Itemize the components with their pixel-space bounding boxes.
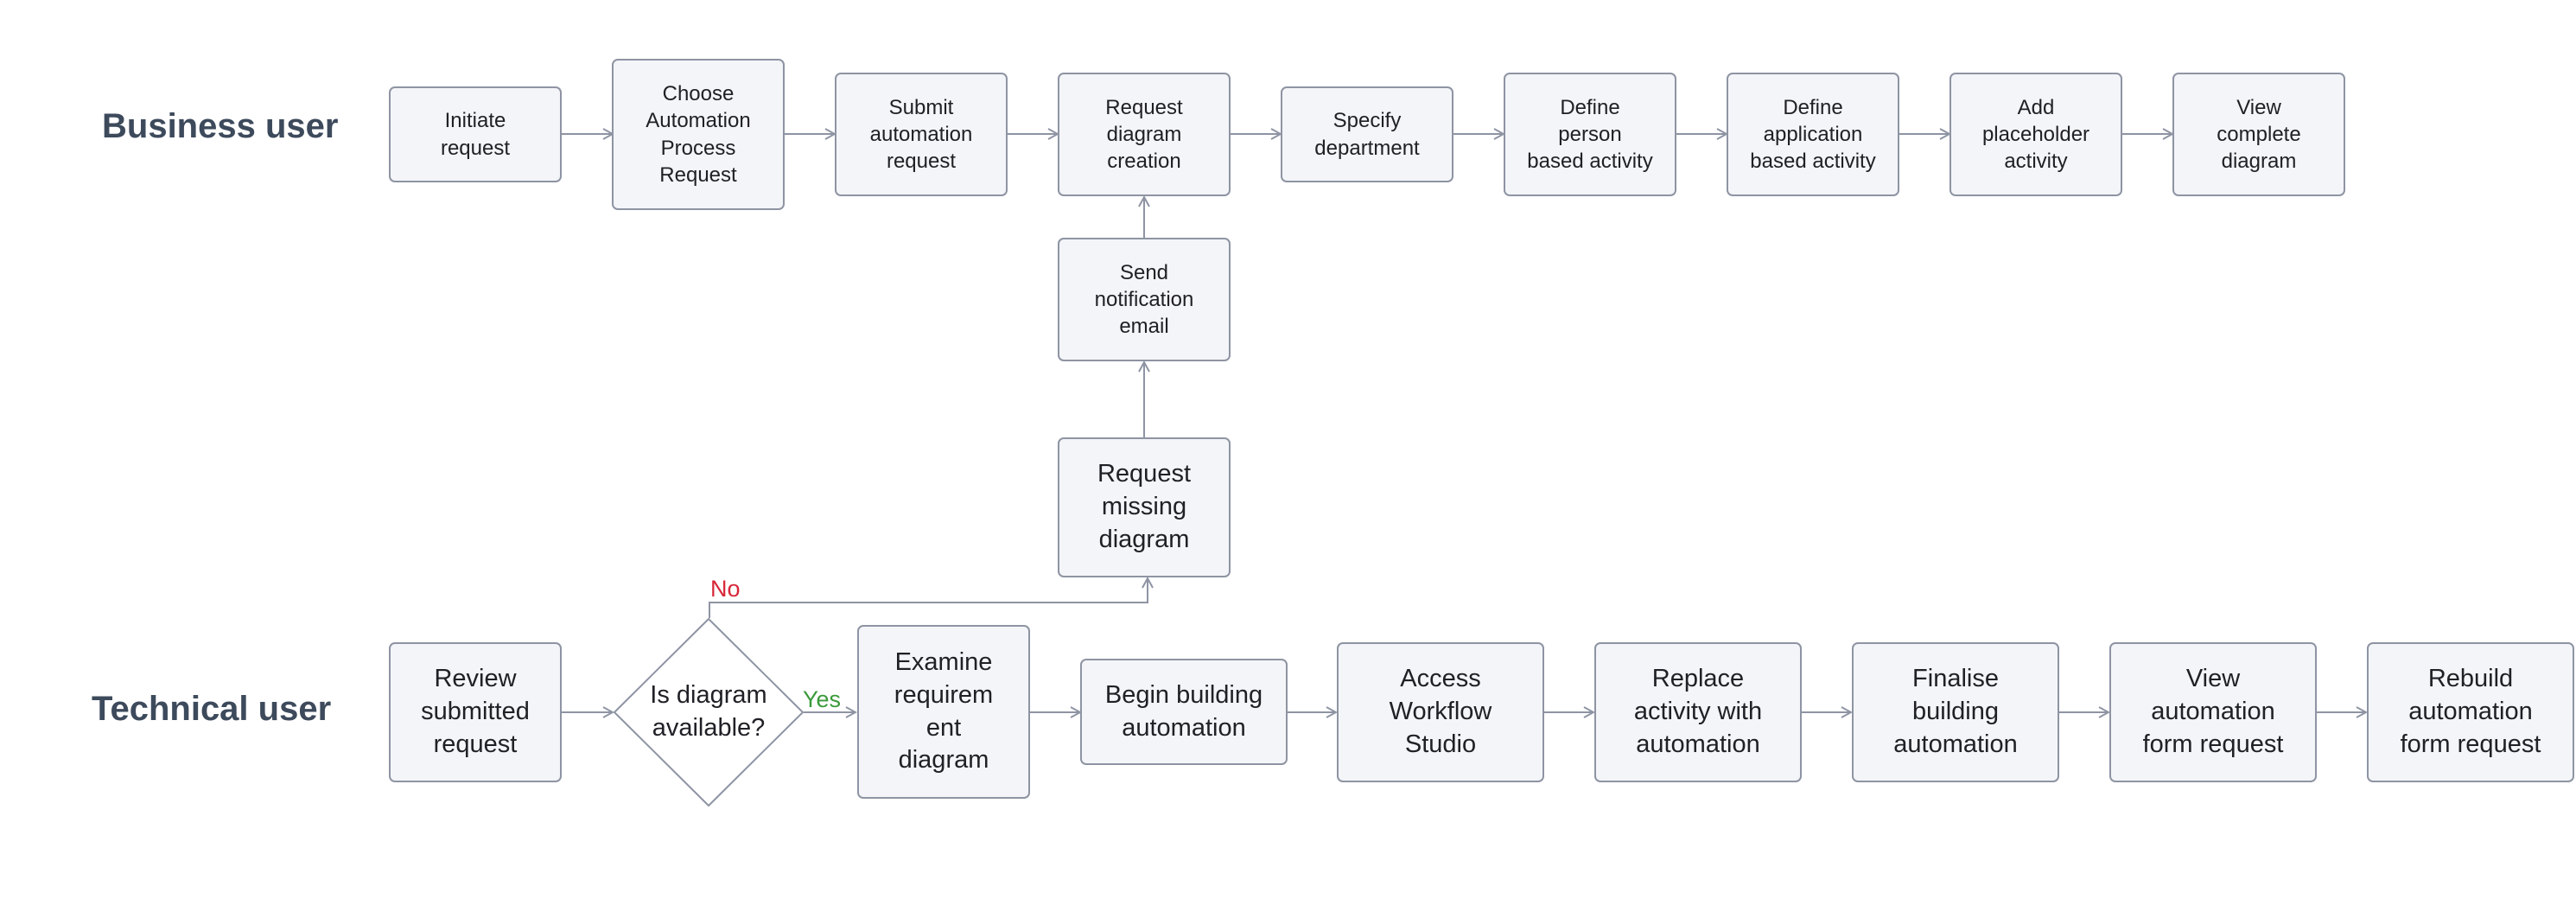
node-send-notification-email[interactable]: Send notification email bbox=[1058, 238, 1231, 361]
node-view-complete-diagram[interactable]: View complete diagram bbox=[2172, 73, 2345, 196]
node-access-workflow-studio[interactable]: Access Workflow Studio bbox=[1337, 642, 1544, 782]
node-specify-department[interactable]: Specify department bbox=[1281, 86, 1453, 182]
node-add-placeholder-activity[interactable]: Add placeholder activity bbox=[1949, 73, 2122, 196]
edge-label-yes: Yes bbox=[803, 686, 842, 712]
edge-label-no: No bbox=[710, 576, 741, 602]
node-submit-automation-request[interactable]: Submit automation request bbox=[835, 73, 1008, 196]
node-choose-automation-process-request[interactable]: Choose Automation Process Request bbox=[612, 59, 785, 210]
node-finalise-building-automation[interactable]: Finalise building automation bbox=[1852, 642, 2059, 782]
node-rebuild-automation-form-request[interactable]: Rebuild automation form request bbox=[2367, 642, 2574, 782]
decision-is-diagram-available[interactable]: Is diagram available? bbox=[650, 681, 767, 742]
decision-diamond-shape bbox=[614, 618, 804, 807]
node-examine-requirement-diagram[interactable]: Examine requirem ent diagram bbox=[857, 625, 1030, 799]
lane-label-technical: Technical user bbox=[92, 690, 332, 728]
lane-label-business: Business user bbox=[102, 107, 339, 145]
node-define-application-based-activity[interactable]: Define application based activity bbox=[1727, 73, 1899, 196]
node-define-person-based-activity[interactable]: Define person based activity bbox=[1504, 73, 1676, 196]
node-review-submitted-request[interactable]: Review submitted request bbox=[389, 642, 562, 782]
edge-decision-no-to-request-missing bbox=[709, 578, 1148, 618]
node-view-automation-form-request[interactable]: View automation form request bbox=[2109, 642, 2317, 782]
node-initiate-request[interactable]: Initiate request bbox=[389, 86, 562, 182]
node-request-diagram-creation[interactable]: Request diagram creation bbox=[1058, 73, 1231, 196]
node-request-missing-diagram[interactable]: Request missing diagram bbox=[1058, 437, 1231, 577]
node-begin-building-automation[interactable]: Begin building automation bbox=[1080, 659, 1288, 765]
node-replace-activity-with-automation[interactable]: Replace activity with automation bbox=[1594, 642, 1802, 782]
